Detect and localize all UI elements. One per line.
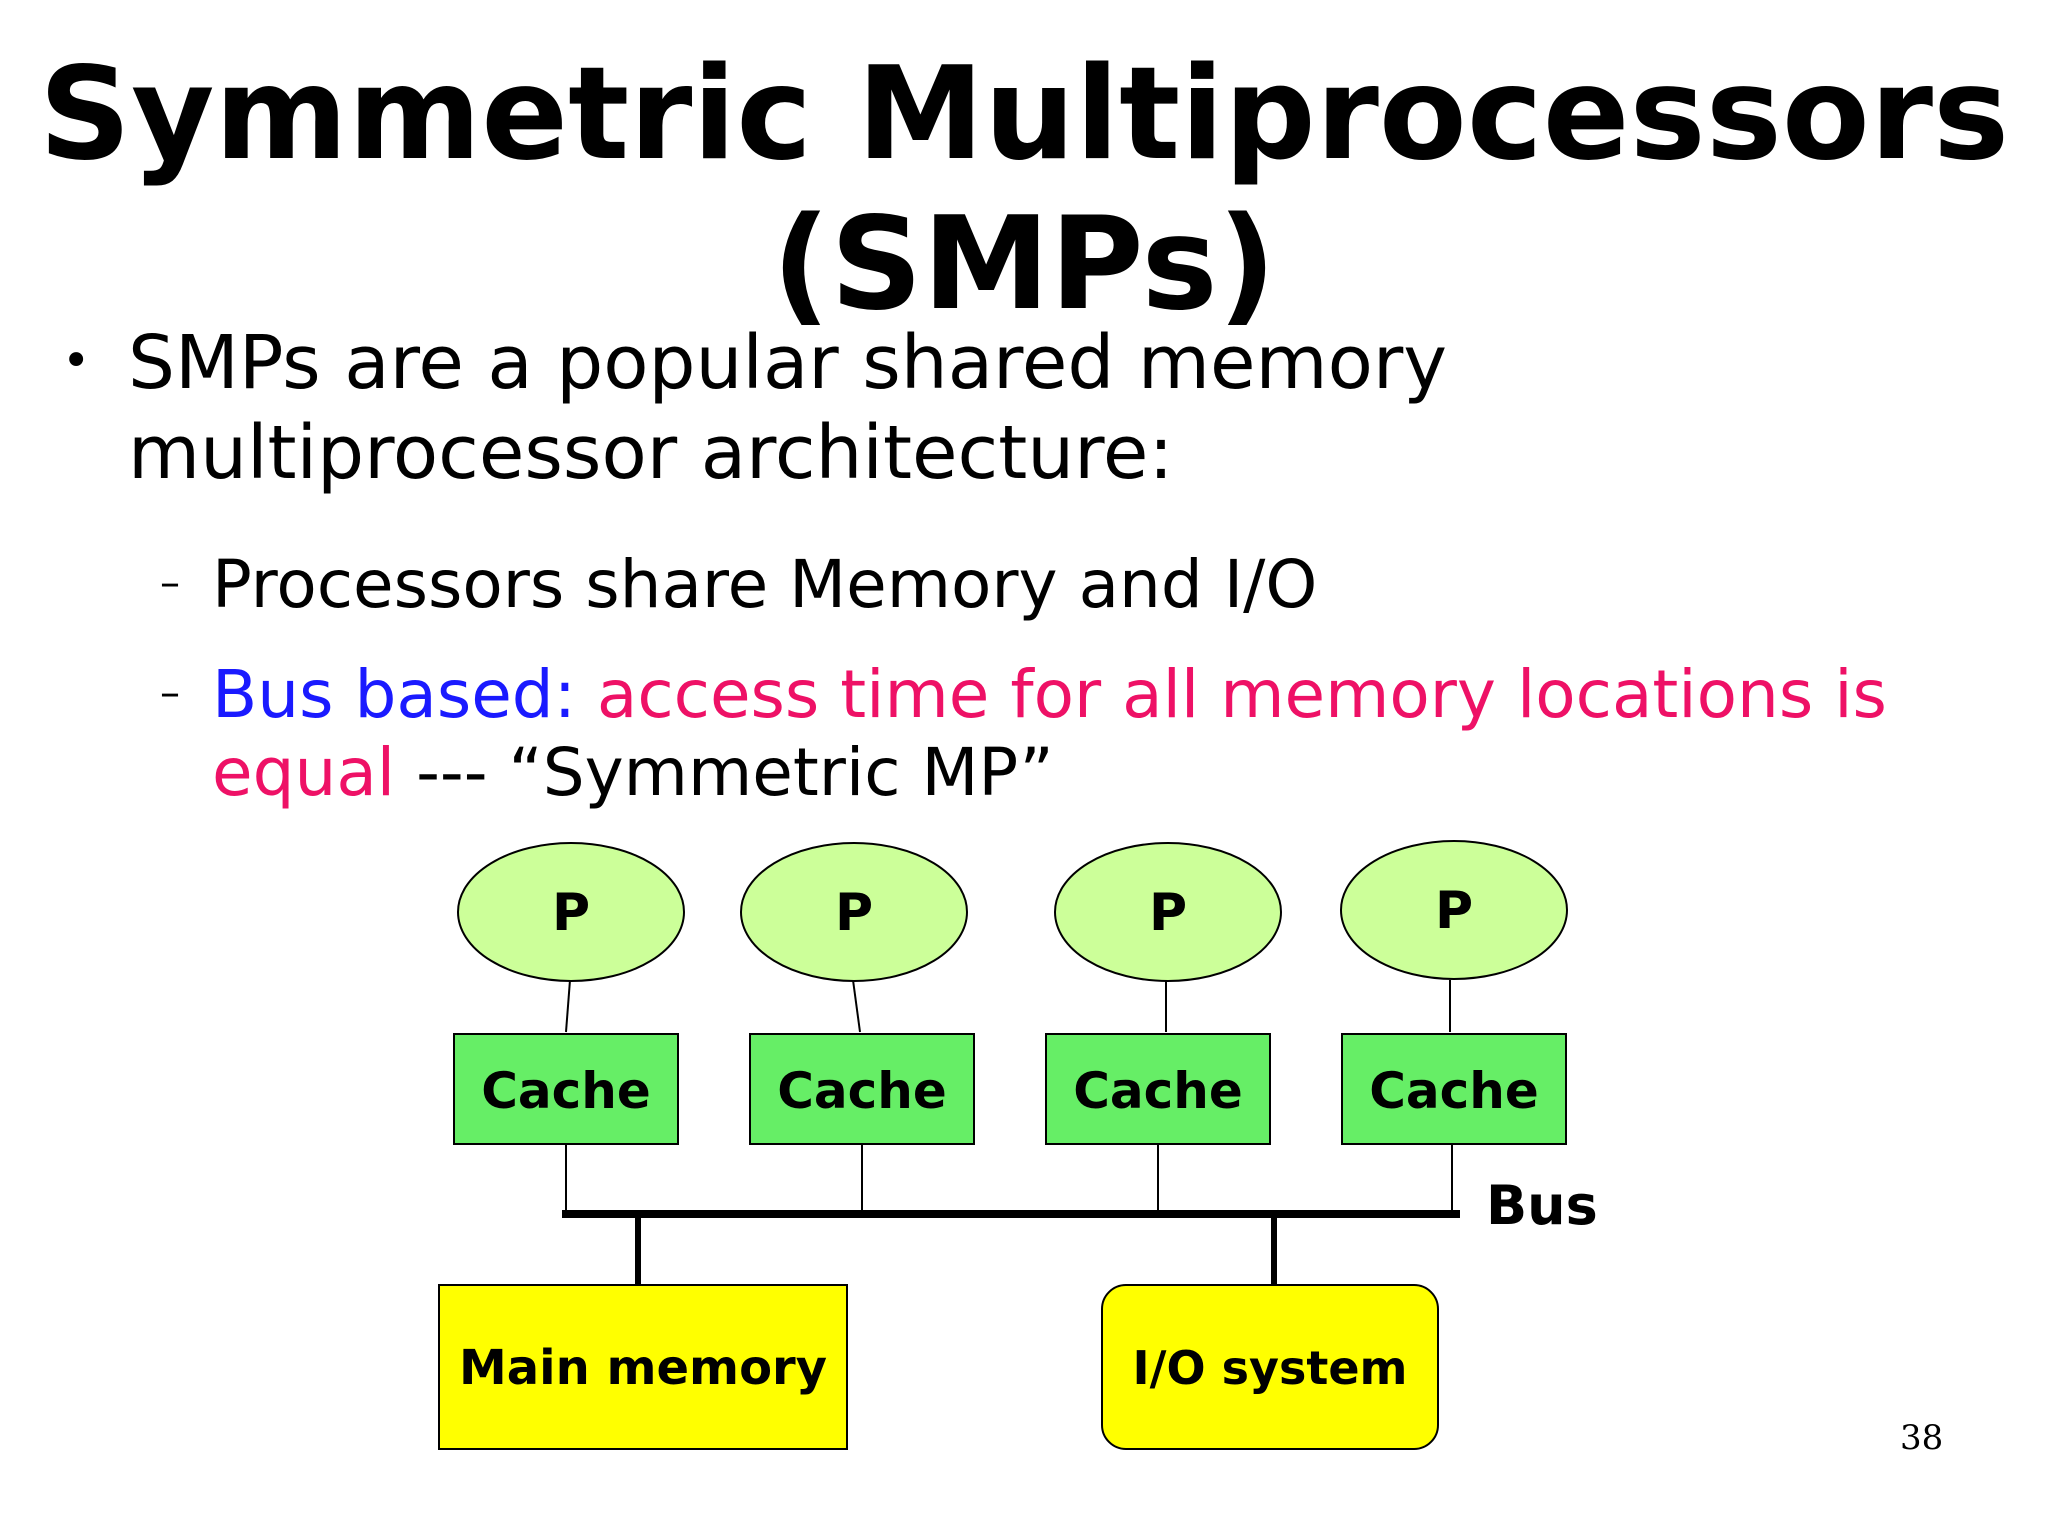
main-memory-label: Main memory (459, 1340, 827, 1396)
processor-1-label: P (552, 883, 590, 943)
cache-4-label: Cache (1369, 1062, 1539, 1120)
processor-1: P (457, 842, 685, 982)
processor-4: P (1340, 840, 1568, 980)
processor-2-label: P (835, 883, 873, 943)
processor-1-shape (457, 842, 685, 982)
bullet-marker: • (62, 333, 91, 389)
symmetric-mp-text: --- “Symmetric MP” (416, 734, 1054, 811)
io-system-shape (1101, 1284, 1439, 1450)
cache-3-label: Cache (1073, 1062, 1243, 1120)
access-time-text: access time for all memory locations is (596, 656, 1887, 733)
processor-2-shape (740, 842, 968, 982)
title-line-2: (SMPs) (771, 190, 1277, 339)
connector-p1-cache1 (565, 979, 571, 1033)
sub-point-1-text: Processors share Memory and I/O (212, 546, 1318, 623)
main-memory-shape (438, 1284, 848, 1450)
io-system-label: I/O system (1133, 1341, 1408, 1395)
page-number: 38 (1900, 1418, 1944, 1458)
sub-point-2-text: Bus based: access time for all memory lo… (212, 656, 1887, 812)
bullet-line-2: multiprocessor architecture: (128, 410, 1174, 496)
cache-2-shape (749, 1033, 975, 1145)
bus-label: Bus (1486, 1174, 1598, 1237)
processor-2: P (740, 842, 968, 982)
dash-marker: – (160, 560, 180, 606)
processor-4-label: P (1435, 881, 1473, 941)
cache-1-shape (453, 1033, 679, 1145)
slide-title: Symmetric Multiprocessors (SMPs) (0, 40, 2048, 340)
cache-3: Cache (1045, 1033, 1271, 1145)
cache-2-label: Cache (777, 1062, 947, 1120)
cache-2: Cache (749, 1033, 975, 1145)
cache-1: Cache (453, 1033, 679, 1145)
cache-4-shape (1341, 1033, 1567, 1145)
processor-3-shape (1054, 842, 1282, 982)
processor-3: P (1054, 842, 1282, 982)
bus-based-label: Bus based: (212, 656, 576, 733)
cache-3-shape (1045, 1033, 1271, 1145)
cache-1-label: Cache (481, 1062, 651, 1120)
main-memory: Main memory (438, 1284, 848, 1450)
bullet-line-1: SMPs are a popular shared memory (128, 320, 1448, 406)
dash-marker: – (160, 670, 180, 716)
bullet-text: SMPs are a popular shared memory multipr… (128, 318, 1928, 498)
equal-text: equal (212, 734, 396, 811)
processor-4-shape (1340, 840, 1568, 980)
processor-3-label: P (1149, 883, 1187, 943)
title-line-1: Symmetric Multiprocessors (38, 40, 2010, 189)
io-system: I/O system (1101, 1284, 1439, 1450)
cache-4: Cache (1341, 1033, 1567, 1145)
connector-p2-cache2 (852, 979, 861, 1033)
